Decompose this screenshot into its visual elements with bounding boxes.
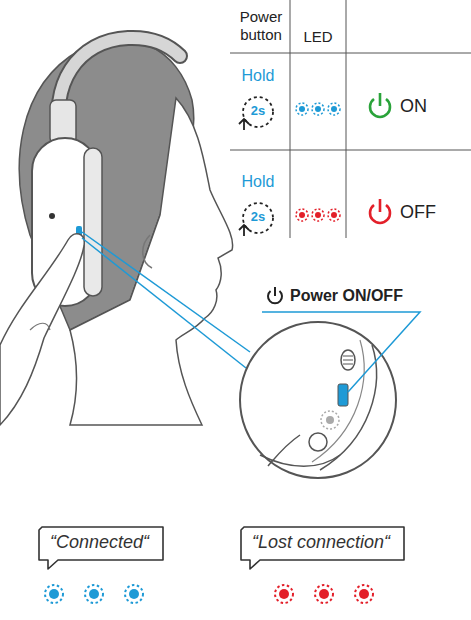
column-header: Power button — [232, 8, 290, 44]
led-dots — [296, 103, 340, 221]
state-text: OFF — [400, 202, 436, 224]
status-message: “Connected“ — [50, 532, 152, 553]
power-icon-green — [370, 93, 390, 117]
status-led-dots — [45, 585, 373, 603]
power-icon-red — [370, 199, 390, 223]
speech-bubble: “Lost connection“ — [240, 526, 405, 561]
leader-line — [82, 238, 246, 368]
hold-timer-icon — [239, 97, 273, 236]
leader-line — [262, 312, 420, 392]
action-text: Hold — [232, 172, 284, 191]
leader-line — [82, 232, 250, 352]
table-grid — [230, 0, 471, 238]
power-icon — [268, 287, 282, 303]
status-message: “Lost connection“ — [252, 532, 393, 553]
state-text: ON — [400, 96, 427, 118]
action-text: Hold — [232, 66, 284, 85]
head-figure — [0, 38, 233, 425]
duration-text: 2s — [243, 103, 273, 119]
speech-bubble: “Connected“ — [38, 526, 164, 561]
duration-text: 2s — [243, 209, 273, 225]
button-label: Power ON/OFF — [290, 286, 403, 305]
zoom-detail — [240, 322, 396, 478]
column-header: LED — [292, 28, 344, 46]
